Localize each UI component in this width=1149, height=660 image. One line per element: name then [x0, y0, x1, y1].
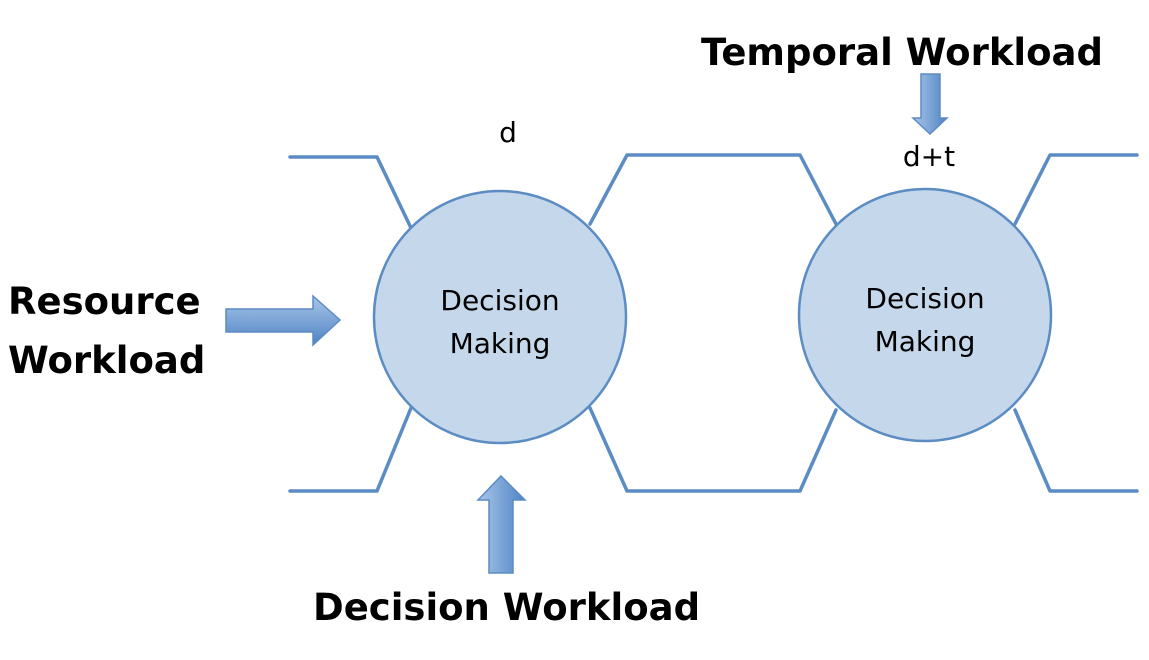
temporal-arrow-icon [911, 73, 949, 136]
decision-node-1-line1: Decision [440, 284, 559, 317]
marker-d-plus-t: d+t [903, 140, 955, 173]
decision-node-2-circle [797, 187, 1053, 443]
decision-node-2-line2: Making [875, 325, 976, 358]
decision-node-1-circle [372, 189, 628, 445]
decision-node-1-line2: Making [450, 327, 551, 360]
temporal-workload-label: Temporal Workload [701, 31, 1103, 74]
channel-bottom-left [288, 406, 413, 493]
channel-bottom-middle [588, 406, 838, 493]
decision-node-1: Decision Making [372, 189, 628, 445]
channel-bottom-right [1013, 408, 1139, 493]
resource-workload-label-line1: Resource [8, 280, 201, 323]
decision-workload-label: Decision Workload [313, 586, 700, 629]
decision-node-2: Decision Making [797, 187, 1053, 443]
marker-d: d [499, 116, 517, 149]
channel-top-left [288, 155, 413, 230]
decision-node-2-line1: Decision [865, 282, 984, 315]
decision-arrow-icon [476, 474, 527, 574]
resource-arrow-icon [225, 294, 342, 347]
channel-top-right [1013, 153, 1139, 226]
channel-top-middle [588, 153, 838, 226]
resource-workload-label-line2: Workload [8, 339, 205, 382]
